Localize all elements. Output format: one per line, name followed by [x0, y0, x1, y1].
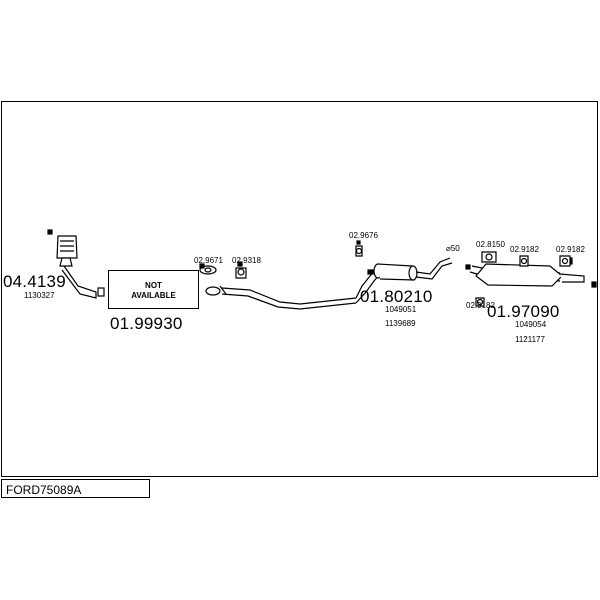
front-pipe-ref: 04.4139	[3, 272, 66, 291]
fitting-02-8150-drawing	[481, 251, 497, 263]
not-available-box: NOT AVAILABLE	[108, 270, 199, 309]
diagram-frame	[1, 101, 598, 477]
center-silencer-ref: 01.80210	[360, 287, 433, 306]
fitting-02-9318-drawing	[235, 261, 247, 279]
fitting-label-02-9676: 02.9676	[349, 231, 378, 240]
fitting-label-02-9671: 02.9671	[194, 256, 223, 265]
rear-silencer-ref: 01.97090	[487, 302, 560, 321]
fitting-02-9182-a-drawing	[519, 255, 529, 267]
center-silencer-drawing	[355, 257, 453, 304]
fitting-label-02-9182-b: 02.9182	[556, 245, 585, 254]
fitting-label-02-9182-c: 02.9182	[466, 301, 495, 310]
center-silencer-number2: 1139689	[385, 319, 416, 328]
fitting-02-9182-b-drawing	[559, 255, 571, 267]
center-silencer-number1: 1049051	[385, 305, 417, 314]
diameter-note: ⌀50	[446, 244, 460, 253]
not-available-line2: AVAILABLE	[131, 291, 176, 300]
fitting-02-9671-drawing	[199, 263, 217, 275]
front-silencer-ref: 01.99930	[110, 314, 183, 333]
front-pipe-number: 1130327	[24, 291, 55, 300]
rear-silencer-number1: 1049054	[515, 320, 547, 329]
fitting-02-9676-drawing	[355, 240, 363, 257]
fitting-label-02-9182-a: 02.9182	[510, 245, 539, 254]
rear-silencer-drawing	[465, 257, 597, 288]
rear-silencer-number2: 1121177	[515, 335, 545, 344]
diagram-title: FORD75089A	[6, 483, 82, 497]
middle-pipe-drawing	[205, 285, 357, 310]
fitting-02-9182-c-drawing	[475, 297, 485, 307]
front-pipe-drawing	[47, 229, 105, 299]
title-box: FORD75089A	[1, 479, 150, 498]
fitting-label-02-8150: 02.8150	[476, 240, 505, 249]
not-available-line1: NOT	[145, 281, 162, 290]
fitting-label-02-9318: 02.9318	[232, 256, 261, 265]
